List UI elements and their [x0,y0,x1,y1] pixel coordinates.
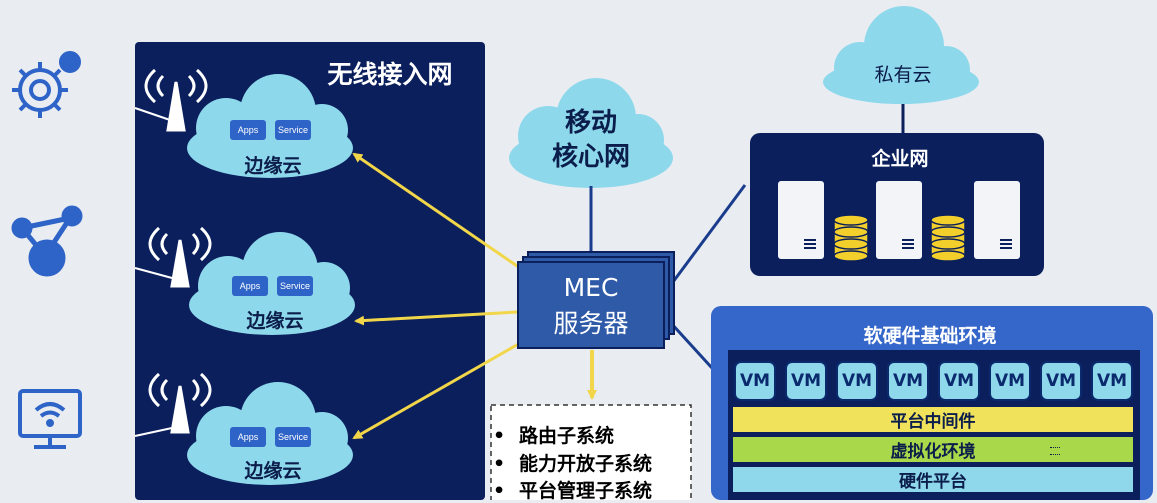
layer-virtualization: 虚拟化环境 [733,437,1133,462]
monitor-wifi-icon [18,389,82,449]
infra-title: 软硬件基础环境 [863,325,997,347]
vm-box: VM [785,361,827,401]
edge-cloud-label: 边缘云 [244,155,302,177]
edge-cloud-label: 边缘云 [244,460,302,482]
vm-box: VM [1040,361,1082,401]
edge-cloud-1 [187,74,353,178]
subsystem-box [490,404,692,500]
vm-box: VM [938,361,980,401]
subsystem-item: •平台管理子系统 [493,480,653,502]
private-cloud-label: 私有云 [874,64,932,86]
server-icon [974,181,1020,259]
ran-title: 无线接入网 [327,60,453,89]
subsystem-item: •能力开放子系统 [493,453,653,475]
database-icon [833,214,869,262]
layer-middleware: 平台中间件 [733,407,1133,432]
apps-badge: Apps [230,427,266,447]
mec-line2: 服务器 [553,309,629,338]
mec-server-box [517,251,675,349]
server-icon [778,181,824,259]
apps-badge: Apps [232,276,268,296]
private-cloud [823,6,979,104]
core-network-cloud [509,78,673,188]
gears-icon [12,51,81,118]
database-icon [930,214,966,262]
service-badge: Service [277,276,313,296]
vm-box: VM [887,361,929,401]
antenna-icon [148,372,212,434]
service-badge: Service [275,427,311,447]
edge-cloud-label: 边缘云 [246,310,304,332]
mec-line1: MEC [563,273,619,302]
core-network-line2: 核心网 [551,142,630,172]
vm-box: VM [836,361,878,401]
layer-decoration [1050,447,1060,455]
share-icon [11,205,83,277]
subsystem-item: •路由子系统 [493,425,615,447]
antenna-icon [148,226,212,288]
vm-box: VM [734,361,776,401]
service-badge: Service [275,120,311,140]
vm-box: VM [989,361,1031,401]
vm-box: VM [1091,361,1133,401]
enterprise-title: 企业网 [871,148,929,170]
layer-hardware: 硬件平台 [733,467,1133,492]
antenna-icon [144,68,208,132]
server-icon [876,181,922,259]
core-network-line1: 移动 [564,108,617,138]
apps-badge: Apps [230,120,266,140]
